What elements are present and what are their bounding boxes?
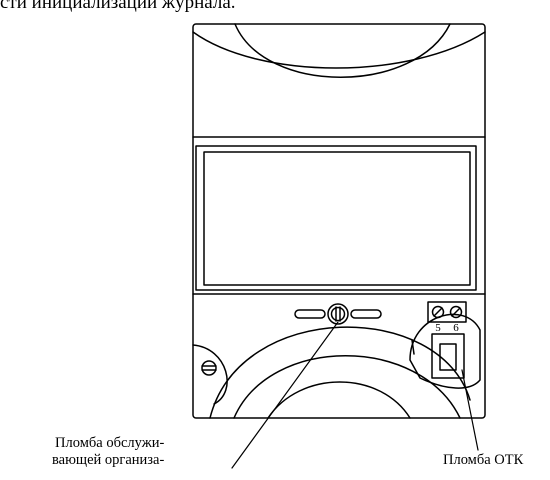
side-seal-screw <box>192 344 228 405</box>
seal-screw <box>294 303 382 325</box>
otk-seal-label: Пломба ОТК <box>443 452 524 468</box>
terminal-label-5: 5 <box>435 322 441 334</box>
otk-terminal-block <box>409 301 481 389</box>
leader-line-otk-seal <box>461 369 479 451</box>
meter-housing <box>192 23 486 419</box>
leader-line-service-seal <box>231 321 339 469</box>
caption-text: сти инициализации журнала. <box>0 0 236 13</box>
display-window <box>195 145 477 291</box>
service-seal-label-line1: Пломба обслужи- <box>55 435 165 451</box>
terminal-cover <box>209 326 471 419</box>
service-seal-label-line2: вающей организа- <box>52 452 165 468</box>
service-seal-label: Пломба обслужи- вающей организа- <box>52 435 164 469</box>
top-cover <box>192 23 486 78</box>
terminal-label-6: 6 <box>453 322 459 334</box>
